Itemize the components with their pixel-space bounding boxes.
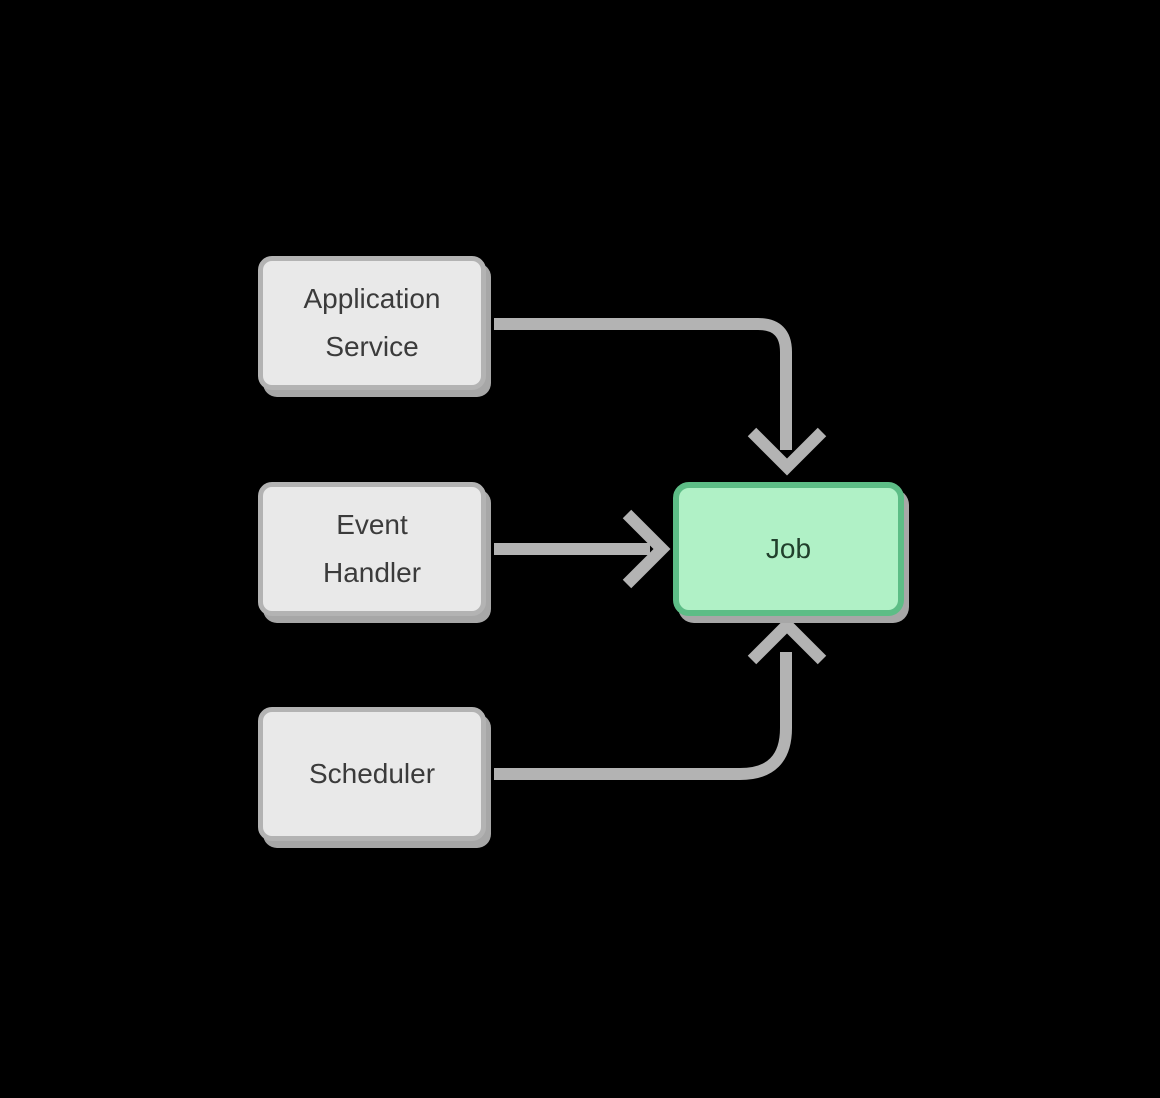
- node-label-line: Event: [336, 509, 408, 540]
- edge-line: [494, 318, 792, 450]
- node-scheduler: Scheduler: [258, 707, 486, 841]
- arrowhead-up-icon: [747, 616, 827, 665]
- arrowhead-down-icon: [747, 427, 827, 476]
- arrowhead-right-icon: [622, 509, 671, 589]
- node-label-line: Job: [765, 533, 812, 564]
- node-label-line: Handler: [322, 557, 422, 588]
- edge-application-service-to-job: [494, 318, 827, 476]
- edge-event-handler-to-job: [494, 509, 671, 589]
- node-job: Job: [673, 482, 904, 616]
- node-label-line: Application: [303, 283, 441, 314]
- node-application-service: Application Service: [258, 256, 486, 390]
- node-label-line: Service: [325, 331, 419, 362]
- edge-line: [494, 652, 792, 780]
- node-label-line: Scheduler: [308, 758, 436, 789]
- node-event-handler: Event Handler: [258, 482, 486, 616]
- edge-scheduler-to-job: [494, 616, 827, 780]
